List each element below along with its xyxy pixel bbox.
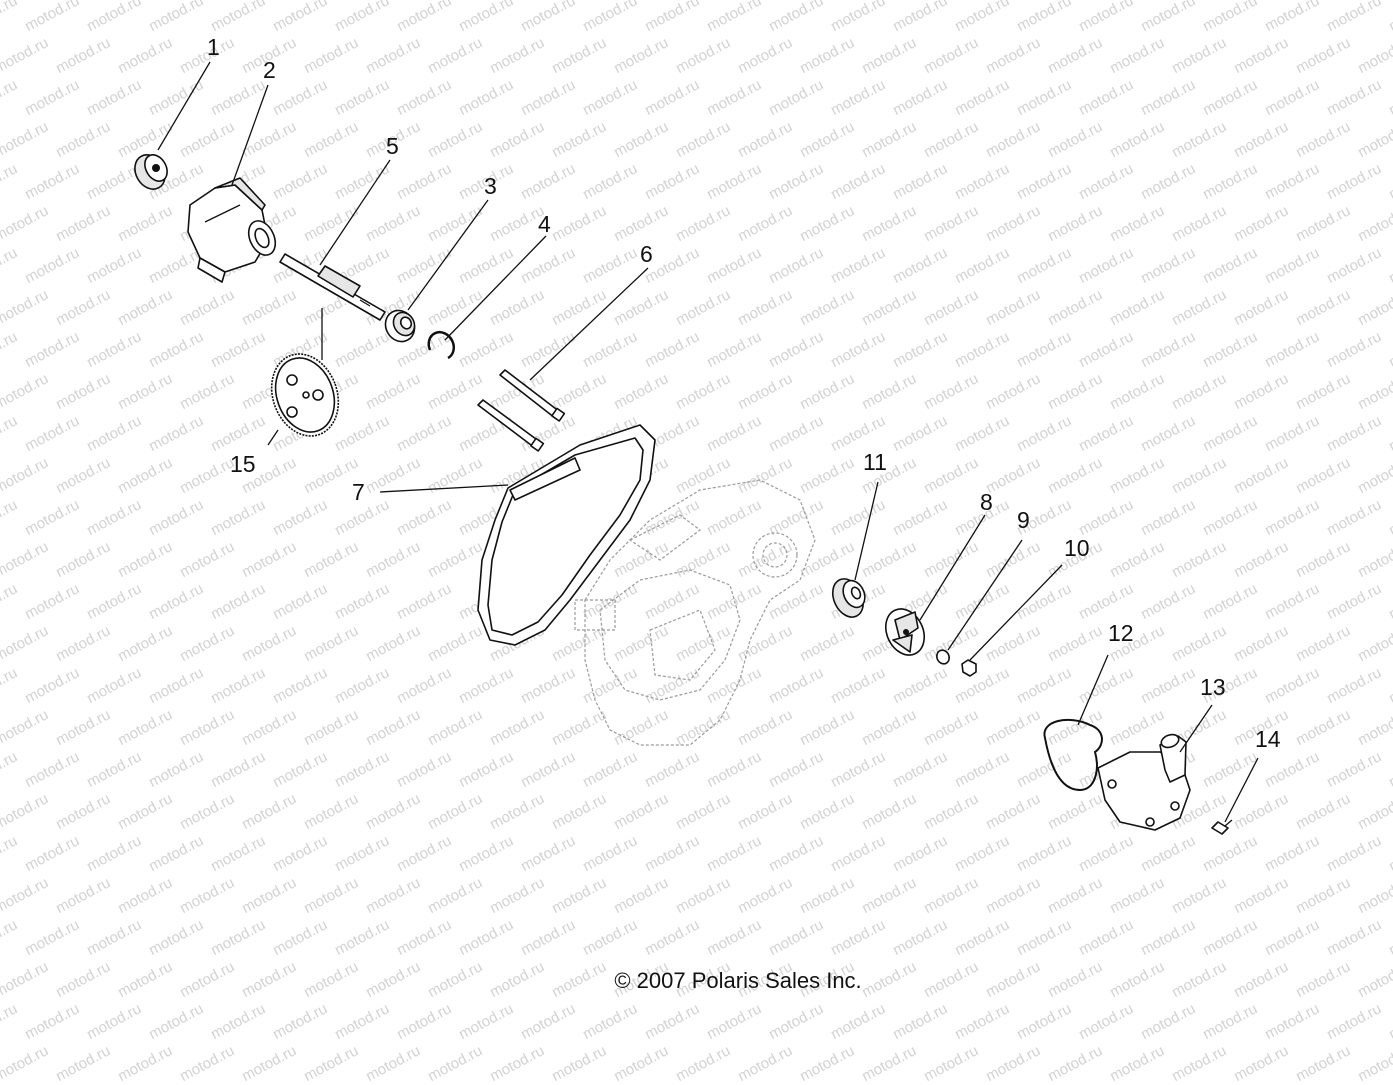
watermark-text: motod.ru [53,1042,114,1085]
part-5-shaft [279,253,386,321]
watermark-text: motod.ru [921,1042,982,1085]
part-2-pump-housing [187,177,277,283]
callout-7: 7 [352,479,365,505]
part-7-gasket [477,424,656,646]
engine-case-ghost [574,479,816,746]
watermark-text: motod.ru [0,1042,52,1085]
watermark-text: motod.ru [1355,1042,1393,1085]
watermark-text: motod.ru [1169,1042,1230,1085]
watermark-text: motod.ru [673,1042,734,1085]
part-9-washer [936,649,950,665]
callout-9: 9 [1017,507,1030,533]
watermark-text: motod.ru [797,1042,858,1085]
callout-3: 3 [484,173,497,199]
watermark-text: motod.ru [549,1042,610,1085]
watermark-text: motod.ru [1231,1042,1292,1085]
part-11-seal [831,578,866,618]
part-14-bolt [1211,819,1233,835]
part-13-pump-cover [1097,733,1191,831]
watermark-text: motod.ru [239,1042,300,1085]
watermark-text: motod.ru [177,1042,238,1085]
callout-numbers: 1 2 3 4 5 6 7 8 9 10 11 12 13 14 15 [207,34,1281,752]
part-8-impeller [884,608,926,656]
leader-lines [157,61,1259,823]
callout-4: 4 [538,211,551,237]
watermark-text: motod.ru [115,1042,176,1085]
watermark-text: motod.ru [611,1042,672,1085]
part-12-o-ring [1043,718,1103,792]
part-3-bearing [384,309,416,343]
watermark-text: motod.ru [487,1042,548,1085]
watermark-text: motod.ru [1293,1042,1354,1085]
watermark-text: motod.ru [363,1042,424,1085]
callout-2: 2 [263,57,276,83]
part-15-gear [270,353,340,437]
part-1-coupling [134,154,168,190]
callout-12: 12 [1108,620,1134,646]
watermark-text: motod.ru [301,1042,362,1085]
copyright-text: © 2007 Polaris Sales Inc. [614,968,861,993]
callout-14: 14 [1255,726,1281,752]
callout-5: 5 [386,133,399,159]
watermark-text: motod.ru [1045,1042,1106,1085]
callout-8: 8 [980,489,993,515]
callout-1: 1 [207,34,220,60]
callout-10: 10 [1064,535,1090,561]
watermark-text: motod.ru [735,1042,796,1085]
exploded-parts-diagram: 1 2 3 4 5 6 7 8 9 10 11 12 13 14 15 © 20… [134,34,1281,993]
part-6-bolts [477,369,566,452]
callout-13: 13 [1200,674,1226,700]
watermark-text: motod.ru [859,1042,920,1085]
callout-11: 11 [863,449,887,475]
callout-6: 6 [640,241,653,267]
part-10-nut [961,659,977,677]
watermark-text: motod.ru [425,1042,486,1085]
watermark-text: motod.ru [983,1042,1044,1085]
part-4-snap-ring [427,330,455,360]
callout-15: 15 [230,451,256,477]
watermark-text: motod.ru [1107,1042,1168,1085]
